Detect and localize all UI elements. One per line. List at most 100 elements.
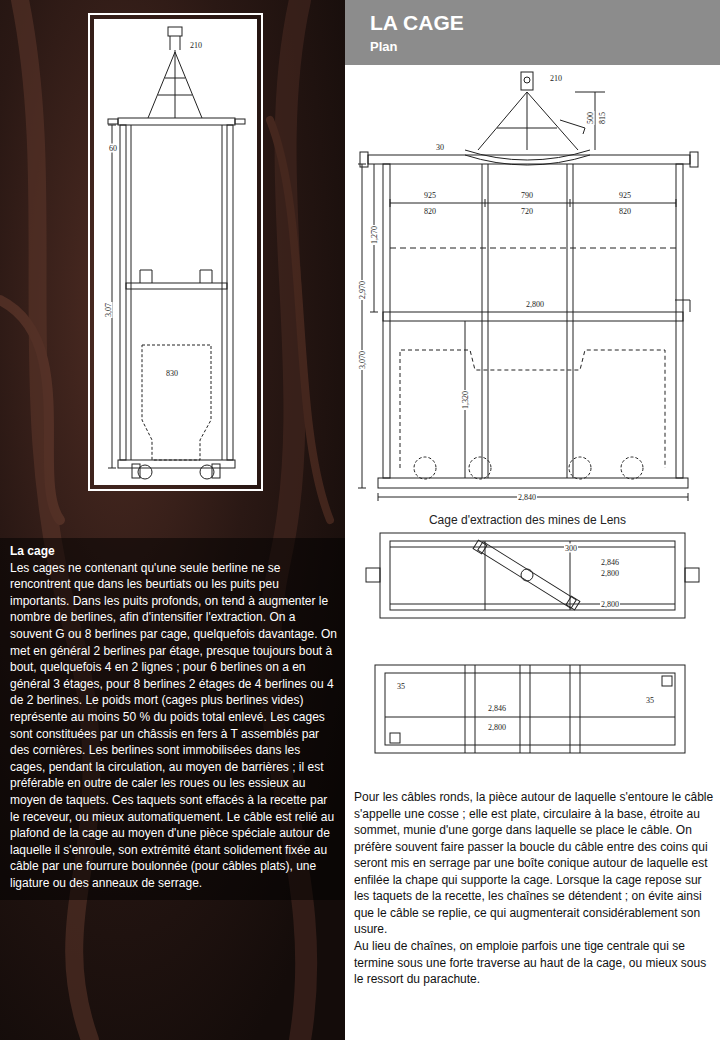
figure-caption: Cage d'extraction des mines de Lens — [400, 513, 655, 528]
text-panel: La cageLes cages ne contenant qu'une seu… — [0, 538, 345, 900]
drawing-rect — [366, 568, 380, 582]
drawing-rect — [368, 155, 690, 164]
drawing-circle — [569, 457, 591, 479]
dimension-label: 790 — [520, 191, 534, 200]
drawing-rect — [566, 596, 580, 610]
dimension-label: 2,800 — [487, 723, 507, 732]
dimension-label: 30 — [435, 143, 445, 152]
drawing-rect — [94, 19, 257, 485]
dimension-label: 60 — [108, 144, 118, 153]
drawing-rect — [120, 125, 126, 460]
drawing-path — [390, 541, 675, 610]
drawing-rect — [390, 733, 400, 743]
dimension-label: 2,846 — [600, 558, 620, 567]
drawing-path — [270, 120, 330, 520]
drawing-rect — [690, 152, 698, 167]
drawing-circle — [521, 569, 533, 581]
drawing-line — [180, 36, 181, 50]
drawing-rect — [521, 72, 533, 90]
drawing-g — [358, 72, 698, 501]
drawing-rect — [108, 119, 118, 124]
drawing-path — [675, 300, 690, 312]
drawing-line — [390, 248, 676, 249]
dimension-label: 210 — [189, 41, 203, 50]
dimension-label: 1,320 — [461, 390, 470, 410]
drawing-rect — [168, 27, 182, 36]
drawing-path — [0, 300, 60, 520]
drawing-g — [108, 27, 245, 479]
drawing-circle — [414, 457, 436, 479]
drawing-rect — [478, 542, 577, 609]
dimension-label: 820 — [618, 207, 632, 216]
dimension-label: 830 — [165, 369, 179, 378]
drawing-circle — [524, 77, 530, 83]
dimension-label: 820 — [423, 207, 437, 216]
drawing-rect — [473, 540, 487, 554]
drawing-circle — [469, 457, 491, 479]
drawing-rect — [235, 119, 245, 124]
dimension-label: 2,800 — [600, 569, 620, 578]
drawing-line — [170, 36, 171, 50]
drawing-rect — [383, 312, 683, 321]
drawing-path — [370, 312, 378, 313]
drawing-rect — [662, 676, 672, 686]
drawing-path — [108, 125, 116, 468]
page-subtitle: Plan — [370, 39, 710, 55]
drawing-line — [112, 125, 113, 468]
drawing-rect — [360, 152, 368, 167]
dimension-label: 2,840 — [517, 493, 537, 502]
drawing-path — [465, 665, 580, 753]
dimension-label: 3,07 — [104, 302, 113, 318]
drawing-path — [400, 350, 665, 468]
drawing-rect — [380, 533, 685, 618]
drawing-rect — [375, 665, 685, 753]
drawing-rect — [685, 568, 699, 582]
drawing-path — [358, 164, 366, 488]
drawing-path — [378, 493, 688, 501]
drawing-g — [366, 533, 699, 618]
drawing-line — [385, 717, 675, 718]
dimension-label: 925 — [423, 191, 437, 200]
dimension-label: 720 — [520, 207, 534, 216]
drawing-rect — [0, 0, 345, 1040]
drawing-path — [478, 92, 585, 150]
drawing-rect — [390, 541, 675, 610]
drawing-rect — [212, 464, 220, 478]
drawing-line — [222, 125, 223, 460]
drawing-rect — [118, 118, 235, 125]
drawing-path — [148, 50, 202, 118]
drawing-rect — [132, 464, 140, 478]
drawing-line — [575, 92, 605, 93]
dimension-label: 2,800 — [600, 600, 620, 609]
drawing-g — [375, 665, 685, 753]
drawing-line — [362, 164, 363, 488]
drawing-line — [390, 203, 676, 204]
dimension-label: 2,970 — [358, 280, 367, 300]
drawing-line — [595, 92, 596, 150]
dimension-label: 2,846 — [487, 704, 507, 713]
body-paragraph: Pour les câbles ronds, la pièce autour d… — [354, 789, 714, 938]
dimension-label: 3,070 — [358, 350, 367, 370]
drawing-path — [142, 345, 211, 460]
dimension-label: 35 — [396, 682, 406, 691]
dimension-label: 1,270 — [370, 225, 379, 245]
dimension-label: 925 — [618, 191, 632, 200]
section-heading: La cage — [10, 543, 337, 560]
dimension-label: 35 — [645, 696, 655, 705]
drawing-rect — [227, 125, 233, 460]
dimension-label: 500 — [586, 111, 595, 125]
drawing-rect — [89, 14, 262, 490]
dimension-label: 815 — [598, 111, 607, 125]
drawing-line — [131, 125, 132, 460]
dimension-label: 210 — [549, 74, 563, 83]
dimension-label: 300 — [564, 544, 578, 553]
drawing-rect — [345, 0, 720, 1040]
body-paragraph: Au lieu de chaînes, on emploie parfois u… — [354, 938, 714, 988]
title-band: LA CAGE Plan — [345, 0, 720, 65]
body-text: Les cages ne contenant qu'une seule berl… — [10, 560, 337, 892]
page-title: LA CAGE — [370, 11, 710, 35]
drawing-rect — [378, 478, 688, 488]
dimension-label: 2,800 — [525, 300, 545, 309]
drawing-circle — [621, 457, 643, 479]
drawing-path — [140, 270, 212, 283]
